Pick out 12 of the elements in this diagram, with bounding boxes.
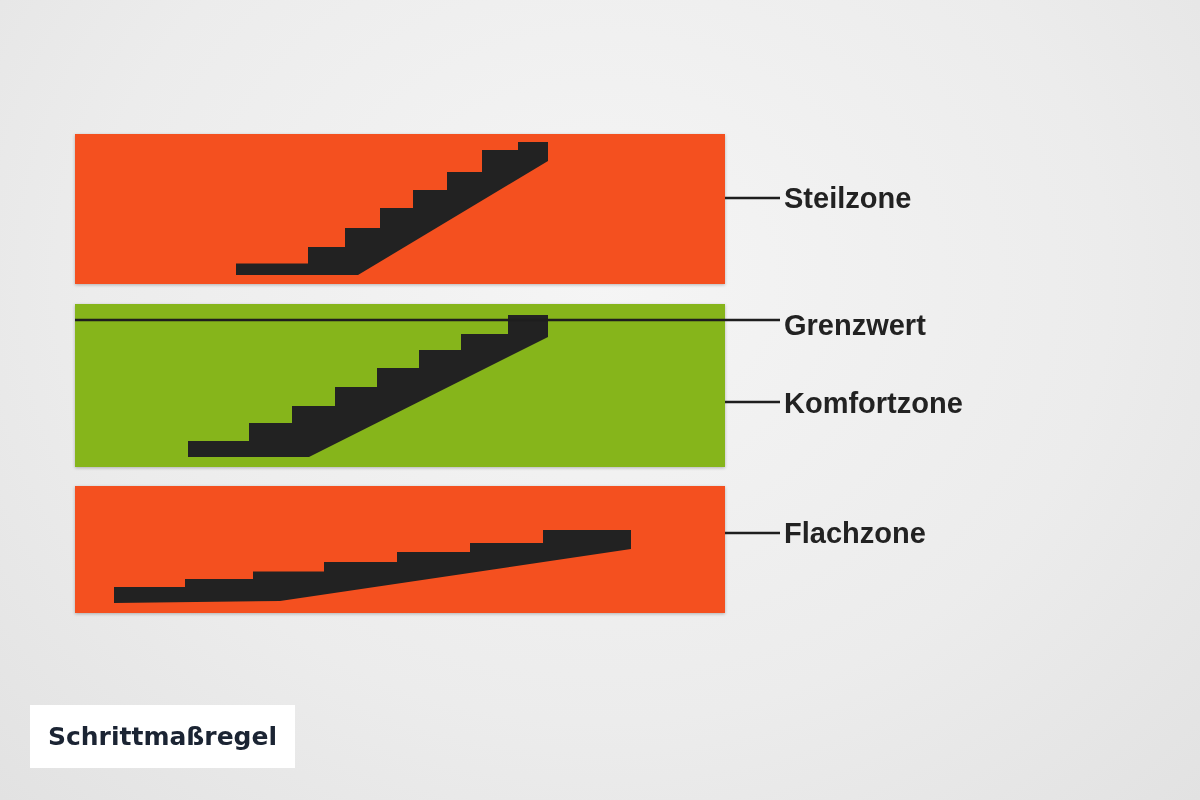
leader-line <box>725 196 780 200</box>
leader-line <box>725 400 780 404</box>
title: Schrittmaßregel <box>30 705 296 768</box>
zone-label: Steilzone <box>784 182 912 214</box>
limit-label: Grenzwert <box>784 309 926 341</box>
zone-band <box>75 486 725 613</box>
zone-label: Flachzone <box>784 517 926 549</box>
leader-line <box>725 531 780 535</box>
zone-label: Komfortzone <box>784 387 963 419</box>
threshold-line <box>75 318 780 322</box>
zone-band <box>75 134 725 284</box>
zone-band <box>75 304 725 467</box>
